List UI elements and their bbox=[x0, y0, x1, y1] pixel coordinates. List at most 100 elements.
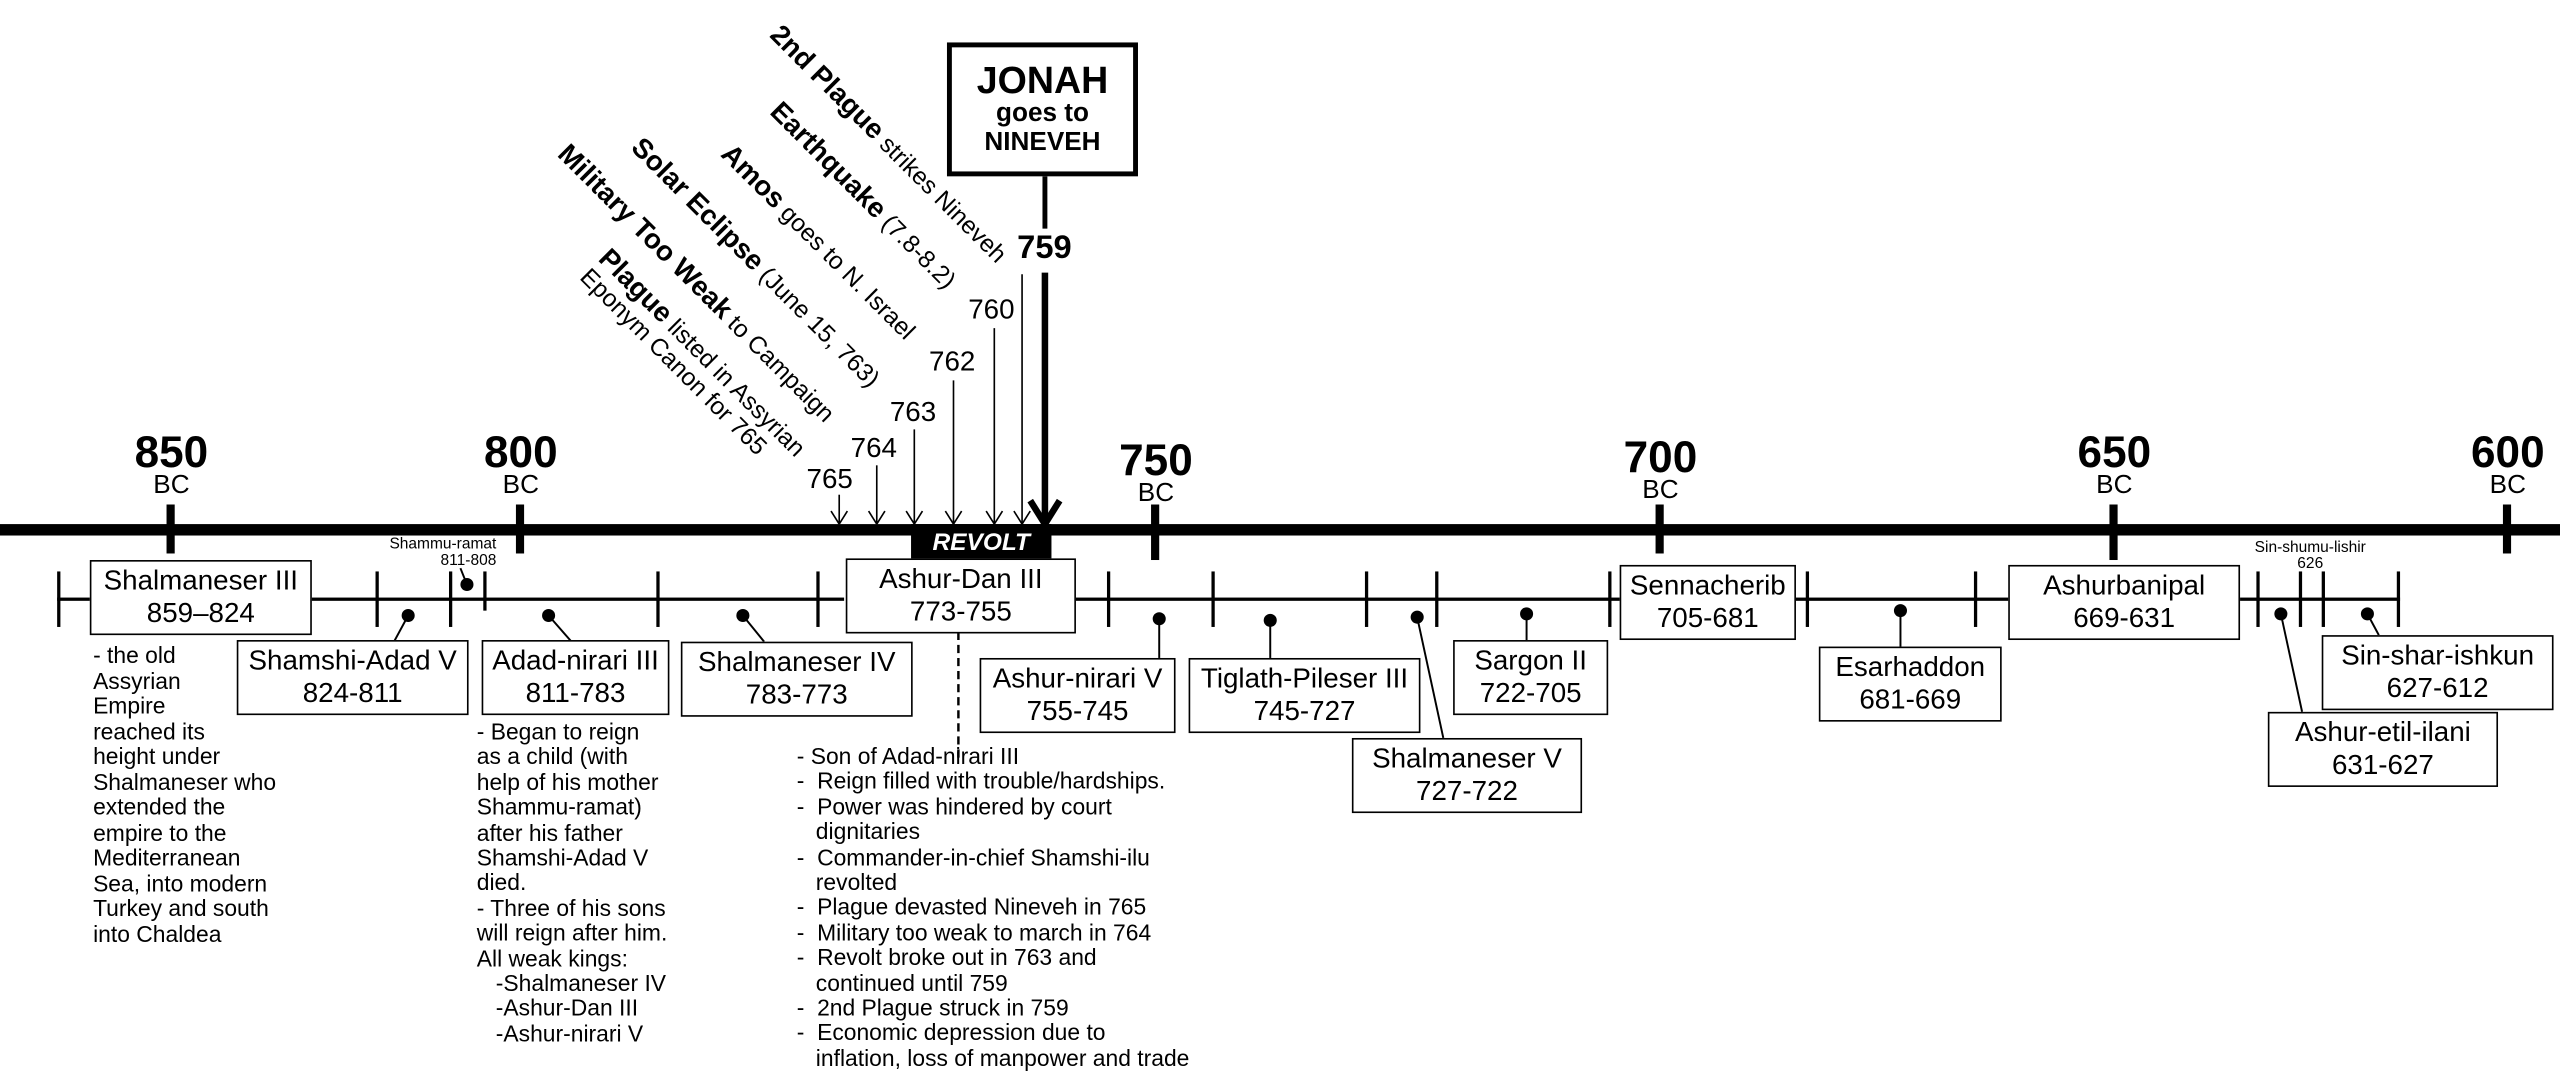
event-year-765: 765 bbox=[806, 463, 853, 495]
king-dates: 811-783 bbox=[525, 677, 626, 709]
note-bullet: - Revolt broke out in 763 and continued … bbox=[796, 944, 1097, 996]
note-bullet: - Reign filled with trouble/hardships. bbox=[796, 768, 1166, 795]
reign-marker-dot bbox=[1410, 610, 1424, 624]
main-timeline-axis bbox=[0, 524, 2560, 536]
reign-tick bbox=[375, 571, 378, 627]
king-name: Ashur-nirari V bbox=[992, 662, 1163, 694]
reign-marker-dot bbox=[460, 577, 474, 592]
tick-700 bbox=[1655, 504, 1664, 554]
king-name: Sargon II bbox=[1474, 644, 1587, 676]
king-name: Shamshi-Adad V bbox=[248, 644, 457, 676]
tick-850 bbox=[166, 504, 175, 554]
reign-marker-dot bbox=[1520, 607, 1534, 621]
reign-marker-dot bbox=[542, 608, 556, 623]
event-year-759: 759 bbox=[1017, 230, 1072, 267]
reign-marker-dot bbox=[2274, 607, 2288, 621]
king-name: Ashurbanipal bbox=[2043, 569, 2206, 601]
reign-marker-dot bbox=[736, 608, 750, 623]
year-label-650: 650 bbox=[2077, 427, 2152, 477]
event-year-764: 764 bbox=[850, 432, 897, 464]
reign-tick bbox=[2321, 571, 2325, 627]
revolt-band: REVOLT bbox=[911, 524, 1052, 561]
reign-marker-dot bbox=[401, 608, 415, 623]
label-name: Sin-shumu-lishir bbox=[2254, 538, 2366, 557]
connector-shalmaneser-v bbox=[1416, 616, 1445, 739]
king-dates: 773-755 bbox=[909, 595, 1012, 627]
reign-line-mid bbox=[1074, 597, 1622, 601]
reign-tick bbox=[656, 571, 659, 627]
reign-tick bbox=[2256, 571, 2259, 627]
king-name: Adad-nirari III bbox=[492, 644, 659, 676]
king-name: Shalmaneser IV bbox=[698, 646, 896, 678]
era-label-600: BC bbox=[2489, 471, 2526, 500]
king-dates: 824-811 bbox=[302, 677, 403, 709]
king-name: Ashur-Dan III bbox=[879, 563, 1043, 595]
king-dates: 722-705 bbox=[1479, 677, 1582, 709]
reign-marker-dot bbox=[1893, 604, 1907, 618]
note-bullet: - Son of Adad-nirari III bbox=[796, 742, 1020, 770]
jonah-title: JONAH bbox=[976, 58, 1109, 102]
label-shammu-ramat: Shammu-ramat 811-808 bbox=[356, 535, 497, 570]
connector-ashur-etil-ilani bbox=[2279, 613, 2304, 713]
king-dates: 669-631 bbox=[2073, 602, 2176, 634]
tick-800 bbox=[515, 504, 525, 554]
era-label-850: BC bbox=[153, 471, 190, 500]
jonah-line2: goes to bbox=[996, 99, 1089, 128]
arrow-760 bbox=[985, 328, 1004, 525]
year-label-850: 850 bbox=[134, 427, 209, 477]
king-dates: 627-612 bbox=[2386, 672, 2489, 704]
reign-tick bbox=[1435, 571, 1438, 627]
year-label-750: 750 bbox=[1119, 435, 1193, 485]
event-year-763: 763 bbox=[889, 396, 937, 428]
reign-tick bbox=[1106, 571, 1110, 627]
note-bullet: - Plague devasted Nineveh in 765 bbox=[796, 893, 1147, 920]
year-label-700: 700 bbox=[1623, 432, 1698, 482]
event-year-762: 762 bbox=[929, 346, 976, 378]
reign-tick bbox=[1973, 571, 1977, 627]
reign-tick bbox=[1608, 571, 1611, 627]
arrow-2nd-plague bbox=[1013, 274, 1031, 525]
reign-tick bbox=[483, 571, 486, 611]
note-adad-nirari-iii: - Began to reign as a child (with help o… bbox=[476, 718, 668, 1047]
reign-tick bbox=[1805, 571, 1809, 627]
label-dates: 626 bbox=[2297, 555, 2324, 574]
event-year-760: 760 bbox=[968, 293, 1015, 325]
note-shalmaneser-iii: - the old Assyrian Empire reached its he… bbox=[93, 641, 277, 947]
king-dates: 631-627 bbox=[2331, 749, 2434, 781]
king-name: Sennacherib bbox=[1629, 569, 1786, 601]
king-name: Shalmaneser V bbox=[1372, 742, 1562, 774]
reign-tick bbox=[1364, 571, 1368, 627]
arrow-764 bbox=[867, 465, 886, 525]
label-name: Shammu-ramat bbox=[389, 535, 497, 554]
king-name: Tiglath-Pileser III bbox=[1200, 662, 1409, 694]
era-label-800: BC bbox=[502, 471, 539, 500]
reign-tick bbox=[816, 571, 819, 627]
note-bullet: - Power was hindered by court dignitarie… bbox=[796, 793, 1112, 845]
reign-tick bbox=[57, 571, 60, 627]
note-bullet: - 2nd Plague struck in 759 bbox=[796, 994, 1069, 1021]
era-label-700: BC bbox=[1642, 476, 1679, 505]
reign-tick bbox=[448, 571, 452, 627]
note-bullet: - Commander-in-chief Shamshi-ilu revolte… bbox=[796, 843, 1150, 895]
reign-marker-dot bbox=[1263, 613, 1277, 627]
reign-tick bbox=[2396, 571, 2400, 627]
arrow-765 bbox=[830, 494, 849, 525]
year-label-800: 800 bbox=[484, 427, 558, 477]
king-name: Ashur-etil-ilani bbox=[2294, 716, 2471, 748]
note-ashur-dan-iii: - Son of Adad-nirari III- Reign filled w… bbox=[796, 742, 1190, 1072]
era-label-650: BC bbox=[2096, 471, 2133, 500]
reign-tick bbox=[2298, 571, 2302, 627]
arrow-763 bbox=[905, 429, 924, 525]
note-bullet: - Military too weak to march in 764 bbox=[796, 918, 1152, 946]
